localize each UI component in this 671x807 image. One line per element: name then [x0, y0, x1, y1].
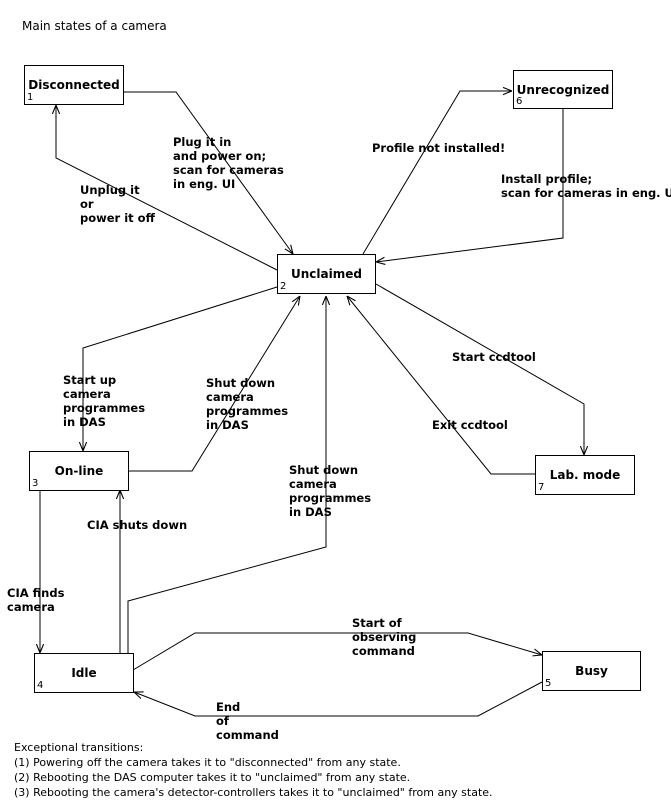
state-label: Disconnected — [28, 78, 120, 92]
state-label: Busy — [575, 664, 608, 678]
state-label: Unrecognized — [516, 82, 610, 97]
state-number: 1 — [27, 92, 34, 103]
state-number: 5 — [545, 678, 552, 689]
state-number: 6 — [516, 96, 523, 107]
state-busy: Busy 5 — [542, 651, 641, 691]
label-profile-not-installed: Profile not installed! — [372, 141, 506, 155]
state-unclaimed: Unclaimed 2 — [277, 254, 376, 294]
arrow-profile-not-installed — [362, 91, 512, 255]
state-number: 7 — [538, 482, 545, 493]
label-install-profile: Install profile; scan for cameras in eng… — [501, 172, 671, 200]
state-idle: Idle 4 — [34, 653, 134, 693]
arrow-shut-down-idle — [127, 296, 326, 655]
arrow-install-profile — [376, 109, 564, 262]
arrow-end-command — [134, 681, 543, 717]
state-number: 2 — [280, 281, 287, 292]
state-online: On-line 3 — [29, 451, 129, 491]
arrow-plug-in — [124, 91, 293, 254]
note-item: (2) Rebooting the DAS computer takes it … — [14, 771, 411, 784]
note-item: (1) Powering off the camera takes it to … — [14, 756, 401, 769]
arrow-start-observing — [132, 632, 542, 671]
notes-heading: Exceptional transitions: — [14, 741, 144, 754]
arrow-shut-down-online — [129, 296, 300, 472]
state-label: On-line — [54, 464, 104, 478]
state-label: Idle — [71, 666, 97, 680]
label-shut-down-idle: Shut down camera programmes in DAS — [289, 463, 372, 519]
state-number: 3 — [32, 478, 39, 489]
state-unrecognized: Unrecognized 6 — [513, 70, 613, 109]
state-label: Lab. mode — [549, 468, 621, 482]
arrow-start-ccdtool — [375, 283, 584, 455]
label-cia-shuts-down: CIA shuts down — [87, 518, 188, 532]
label-exit-ccdtool: Exit ccdtool — [432, 418, 508, 432]
label-start-ccdtool: Start ccdtool — [452, 350, 536, 364]
arrow-start-up — [83, 286, 278, 451]
exceptional-transitions-notes: Exceptional transitions: (1) Powering of… — [14, 740, 493, 800]
label-cia-finds: CIA finds camera — [7, 586, 65, 614]
state-number: 4 — [37, 680, 44, 691]
label-plug-in: Plug it in and power on; scan for camera… — [173, 135, 284, 191]
state-label: Unclaimed — [291, 267, 362, 281]
state-disconnected: Disconnected 1 — [24, 65, 124, 105]
page-title: Main states of a camera — [22, 19, 167, 33]
label-start-up: Start up camera programmes in DAS — [63, 373, 146, 429]
state-lab-mode: Lab. mode 7 — [535, 455, 635, 495]
note-item: (3) Rebooting the camera's detector-cont… — [14, 786, 493, 799]
arrow-exit-ccdtool — [347, 296, 535, 475]
label-start-observing: Start of observing command — [352, 616, 417, 658]
label-shut-down-online: Shut down camera programmes in DAS — [206, 376, 289, 432]
label-end-command: End of command — [216, 700, 279, 742]
label-unplug: Unplug it or power it off — [80, 183, 155, 225]
arrow-unplug — [56, 105, 278, 271]
